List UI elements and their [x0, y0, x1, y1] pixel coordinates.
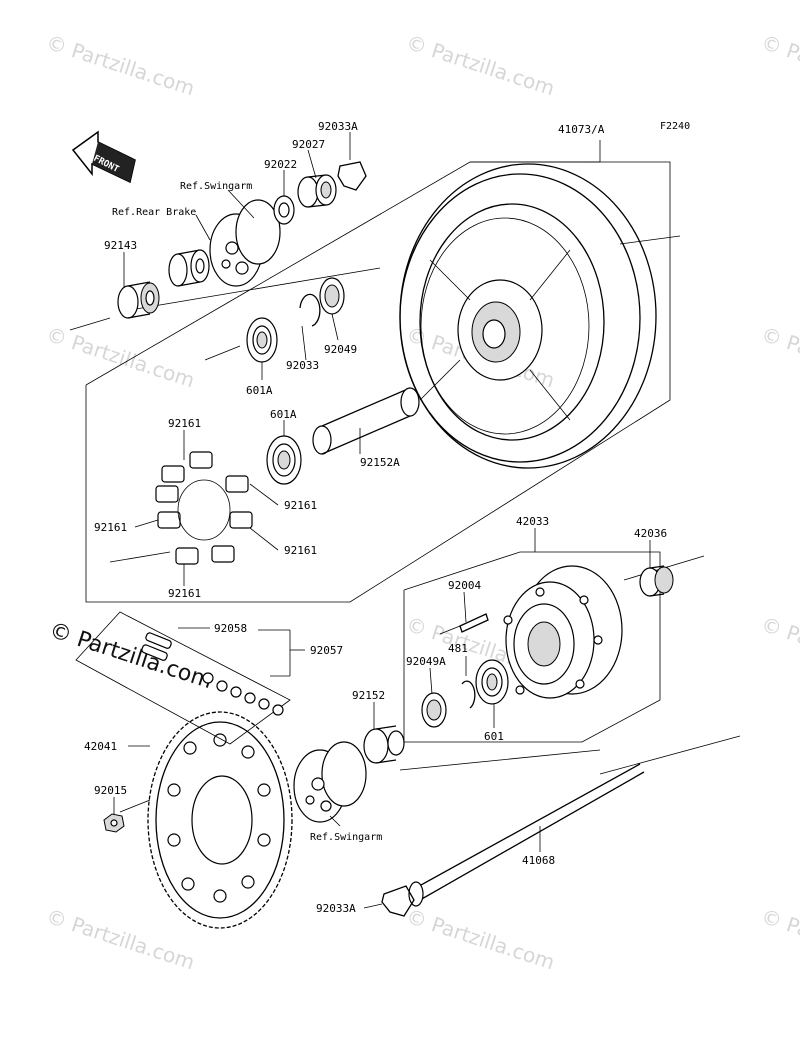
part-92033A-clip-bottom: [381, 885, 415, 917]
figure-code: F2240: [660, 121, 690, 132]
part-92161-damper: [109, 451, 253, 565]
label-92033A-top: 92033A: [318, 120, 358, 133]
leader-lines: [113, 132, 651, 909]
label-92161-right2: 92161: [284, 544, 317, 557]
label-ref-swingarm-bottom: Ref.Swingarm: [310, 832, 382, 843]
watermark: © Partzilla.com: [758, 612, 800, 683]
label-601A-b: 601A: [270, 408, 297, 421]
watermark: © Partzilla.com: [43, 904, 197, 975]
part-42033-coupling: [503, 565, 623, 699]
watermark: © Partzilla.com: [403, 30, 557, 101]
part-92033-circlip: [299, 293, 321, 327]
part-caliper-bracket: [209, 199, 281, 287]
part-92057-chain: [75, 611, 291, 745]
label-92143: 92143: [104, 239, 137, 252]
label-92027: 92027: [292, 138, 325, 151]
label-ref-rear-brake: Ref.Rear Brake: [112, 207, 196, 218]
label-41068: 41068: [522, 854, 555, 867]
label-92152A: 92152A: [360, 456, 400, 469]
part-spacer-upper: [168, 249, 210, 287]
label-92161-top: 92161: [168, 417, 201, 430]
label-92161-right: 92161: [284, 499, 317, 512]
part-601-bearing: [475, 659, 509, 705]
watermark: © Partzilla.com: [758, 30, 800, 101]
watermark-dark: © Partzilla.com: [46, 618, 215, 694]
label-92152: 92152: [352, 689, 385, 702]
label-42041: 42041: [84, 740, 117, 753]
part-92004-stud: [439, 613, 489, 635]
part-92152A-spacer: [312, 387, 420, 455]
watermark: © Partzilla.com: [43, 322, 197, 393]
upper-frame: [69, 140, 681, 603]
label-601: 601: [484, 730, 504, 743]
part-92049A-seal: [421, 692, 447, 728]
front-arrow-icon: FRONT: [71, 130, 136, 184]
part-481-circlip: [461, 680, 476, 709]
part-601A-bearing-upper: [204, 317, 278, 363]
part-42036-collar: [639, 565, 674, 597]
label-92161-bottom: 92161: [168, 587, 201, 600]
label-92033: 92033: [286, 359, 319, 372]
part-92015-nut: [103, 813, 125, 833]
label-92015: 92015: [94, 784, 127, 797]
watermark: © Partzilla.com: [758, 904, 800, 975]
label-92022: 92022: [264, 158, 297, 171]
part-42041-sprocket: [119, 711, 293, 929]
part-92027-collar: [297, 174, 337, 208]
part-92033A-clip-top: [337, 161, 367, 191]
label-92049: 92049: [324, 343, 357, 356]
part-chain-adjuster: [293, 741, 367, 823]
label-42033: 42033: [516, 515, 549, 528]
label-92033A-bottom: 92033A: [316, 902, 356, 915]
label-92058: 92058: [214, 622, 247, 635]
part-92049-seal: [319, 277, 345, 315]
label-92004: 92004: [448, 579, 481, 592]
label-41073A: 41073/A: [558, 123, 605, 136]
label-ref-swingarm-top: Ref.Swingarm: [180, 181, 252, 192]
label-92161-left: 92161: [94, 521, 127, 534]
part-labels: 41073/A 92033A 92027 92022 Ref.Swingarm …: [84, 120, 667, 915]
part-601A-bearing-lower: [266, 435, 302, 485]
watermark: © Partzilla.com: [43, 30, 197, 101]
part-41073A-wheel: [399, 163, 657, 469]
label-601A-a: 601A: [246, 384, 273, 397]
label-92057: 92057: [310, 644, 343, 657]
part-92143-collar: [117, 281, 160, 319]
label-481: 481: [448, 642, 468, 655]
part-92152-collar: [363, 725, 405, 764]
label-92049A: 92049A: [406, 655, 446, 668]
label-42036: 42036: [634, 527, 667, 540]
part-92022-washer: [273, 195, 295, 225]
part-41068-axle: [399, 735, 741, 907]
watermark: © Partzilla.com: [403, 904, 557, 975]
watermark: © Partzilla.com: [758, 322, 800, 393]
